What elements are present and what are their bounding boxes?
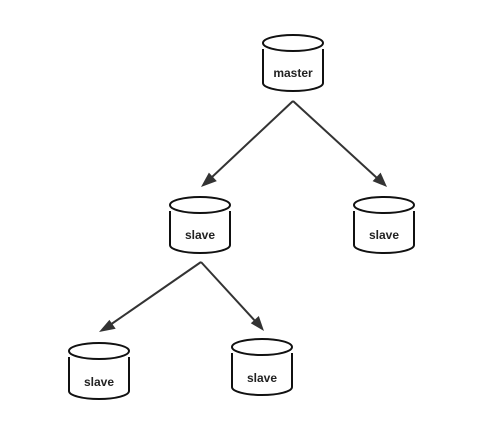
node-slave-mid-left: slave [169, 196, 231, 254]
database-cylinder-icon [169, 196, 231, 254]
edge-master-to-slave-left [201, 100, 294, 187]
node-label-slave: slave [247, 371, 277, 385]
edge-slave-to-slave-bottom-right [200, 261, 264, 331]
node-slave-bottom-right: slave [231, 338, 293, 396]
edges-group [99, 100, 387, 332]
node-label-slave: slave [84, 375, 114, 389]
edge-master-to-slave-right [292, 100, 387, 187]
node-label-slave: slave [185, 228, 215, 242]
node-master: master [262, 34, 324, 92]
edge-slave-to-slave-bottom-left [99, 261, 202, 332]
node-label-slave: slave [369, 228, 399, 242]
database-cylinder-icon [262, 34, 324, 92]
database-cylinder-icon [231, 338, 293, 396]
node-slave-bottom-left: slave [68, 342, 130, 400]
node-slave-mid-right: slave [353, 196, 415, 254]
database-cylinder-icon [68, 342, 130, 400]
database-cylinder-icon [353, 196, 415, 254]
node-label-master: master [273, 66, 313, 80]
